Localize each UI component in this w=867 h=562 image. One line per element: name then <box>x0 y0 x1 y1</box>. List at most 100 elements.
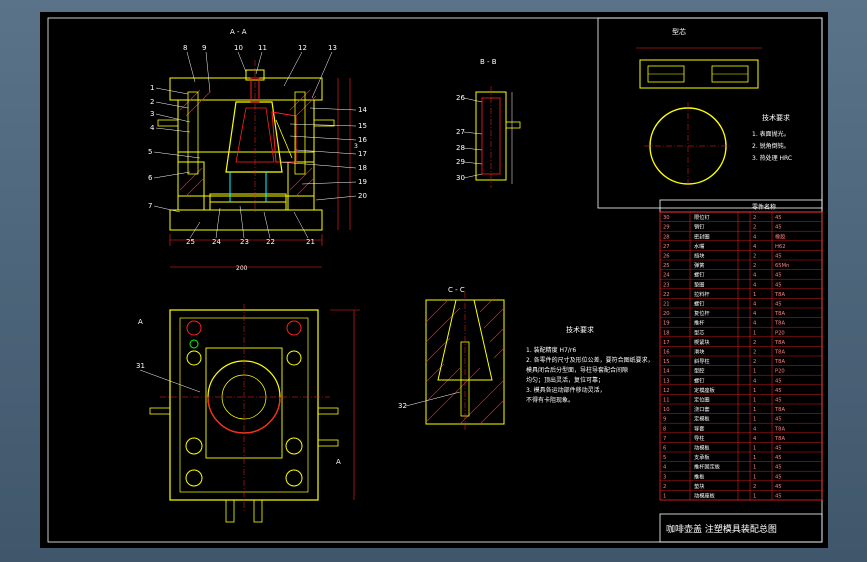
drawing-canvas[interactable]: A - A <box>40 12 828 548</box>
bom-row-material: H62 <box>775 244 786 250</box>
callout-32: 32 <box>398 402 407 410</box>
bom-row-no: 12 <box>663 388 670 394</box>
bom-row-material: 45 <box>775 446 782 452</box>
bom-row-material: 45 <box>775 398 782 404</box>
bom-row-material: 45 <box>775 417 782 423</box>
bom-row-material: T8A <box>774 340 785 346</box>
callouts-a-a: 8 9 10 11 12 13 1 2 3 4 5 6 7 14 15 16 1… <box>148 44 367 246</box>
bom-row-no: 6 <box>663 446 666 452</box>
bom-row-no: 21 <box>663 302 670 308</box>
tech-req-line: 3. 模具各运动部件移动灵活， <box>526 386 606 394</box>
bom-row-qty: 4 <box>753 282 757 288</box>
bom-row-name: 推杆固定板 <box>694 463 721 471</box>
bom-row: 17 楔紧块 2 T8A <box>660 336 822 346</box>
bom-row-name: 螺钉 <box>694 271 704 279</box>
bom-row-qty: 2 <box>753 340 756 346</box>
bom-row-name: 推板 <box>694 472 705 480</box>
bom-row-no: 30 <box>663 215 670 221</box>
bom-row-no: 17 <box>663 340 670 346</box>
bom-row-qty: 4 <box>753 436 757 442</box>
bom-row-name: 滑块 <box>694 348 705 356</box>
bom-row-no: 19 <box>663 321 670 327</box>
dimension-width: 200 <box>236 265 248 272</box>
bom-row-material: 45 <box>775 302 782 308</box>
callout-16: 16 <box>358 136 367 144</box>
bom-row-material: T8A <box>774 407 785 413</box>
bom-row-name: 定模板 <box>694 415 710 423</box>
callout-25: 25 <box>186 238 195 246</box>
bom-row-no: 10 <box>663 407 670 413</box>
bom-row-qty: 1 <box>753 407 756 413</box>
callout-1: 1 <box>150 84 154 92</box>
bom-row-name: 推杆 <box>694 319 704 327</box>
bom-row-no: 3 <box>663 474 666 480</box>
bom-row-name: 定模座板 <box>694 386 716 394</box>
bom-row-no: 8 <box>663 426 666 432</box>
tech-req-line: 模具闭合后分型面，导柱导套配合间隙 <box>526 366 628 374</box>
part-label: 型芯 <box>672 27 686 36</box>
bom-row-no: 26 <box>663 254 670 260</box>
bom-row-no: 20 <box>663 311 670 317</box>
part-detail-view: 型芯 技术要求 1. 表面抛光。 2. 锐角倒钝。 3. 热处理 HRC <box>597 17 823 209</box>
bom-row-name: 拉料杆 <box>694 290 710 298</box>
bom-row-no: 5 <box>663 455 666 461</box>
bom-row-name: 型芯 <box>694 328 704 336</box>
bom-row-material: 45 <box>775 455 782 461</box>
section-marker-a-bottom: A <box>336 458 341 466</box>
bom-row-name: 限位钉 <box>694 213 710 221</box>
callout-11: 11 <box>258 44 267 52</box>
part-tech-line: 2. 锐角倒钝。 <box>752 142 790 150</box>
bom-row-name: 复位杆 <box>694 309 710 317</box>
bom-row-name: 楔紧块 <box>694 338 710 346</box>
callout-9: 9 <box>202 44 206 52</box>
section-b-b-label: B - B <box>480 58 497 66</box>
bom-row-qty: 1 <box>753 330 756 336</box>
title-block: 咖啡壶盖 注塑模具装配总图 <box>659 513 823 543</box>
bom-row-qty: 4 <box>753 244 757 250</box>
part-tech-line: 1. 表面抛光。 <box>752 130 790 138</box>
bom-row-material: 45 <box>775 388 782 394</box>
tech-req-title: 技术要求 <box>566 325 594 334</box>
bom-row-material: 45 <box>775 484 782 490</box>
bom-row-name: 水嘴 <box>694 242 704 250</box>
callout-13: 13 <box>328 44 337 52</box>
bom-row-material: 橡胶 <box>775 232 785 240</box>
tech-req-line: 2. 各零件的尺寸及形位公差，要符合图纸要求， <box>526 356 654 364</box>
bom-row-qty: 1 <box>753 465 756 471</box>
bom-row-material: P20 <box>775 330 785 336</box>
bom-row-qty: 1 <box>753 398 756 404</box>
bom-row-qty: 2 <box>753 263 756 269</box>
callout-17: 17 <box>358 150 367 158</box>
bom-row-material: T8A <box>774 350 785 356</box>
bom-row-no: 22 <box>663 292 670 298</box>
callout-7: 7 <box>148 202 152 210</box>
bom-row-name: 动模座板 <box>694 492 716 500</box>
bom-row-name: 动模板 <box>694 444 710 452</box>
bom-row-material: T8A <box>774 311 785 317</box>
bom-row-no: 1 <box>663 494 666 500</box>
bom-row-no: 4 <box>663 465 667 471</box>
bom-row-name: 垫块 <box>694 482 705 490</box>
bom-row-material: 45 <box>775 254 782 260</box>
section-a-a-label: A - A <box>230 28 247 36</box>
bom-row-material: T8A <box>774 359 785 365</box>
bom-row-qty: 2 <box>753 254 756 260</box>
title-block-title: 咖啡壶盖 注塑模具装配总图 <box>666 523 777 535</box>
bom-row-material: 45 <box>775 378 782 384</box>
bom-row-material: 65Mn <box>775 263 789 269</box>
bom-row-material: 45 <box>775 282 782 288</box>
bom-row-qty: 1 <box>753 417 756 423</box>
bom-row-no: 27 <box>663 244 670 250</box>
section-c-c-view: C - C 32 <box>398 286 505 432</box>
bom-row-name: 螺钉 <box>694 300 704 308</box>
bom-row-name: 浇口套 <box>694 405 710 413</box>
